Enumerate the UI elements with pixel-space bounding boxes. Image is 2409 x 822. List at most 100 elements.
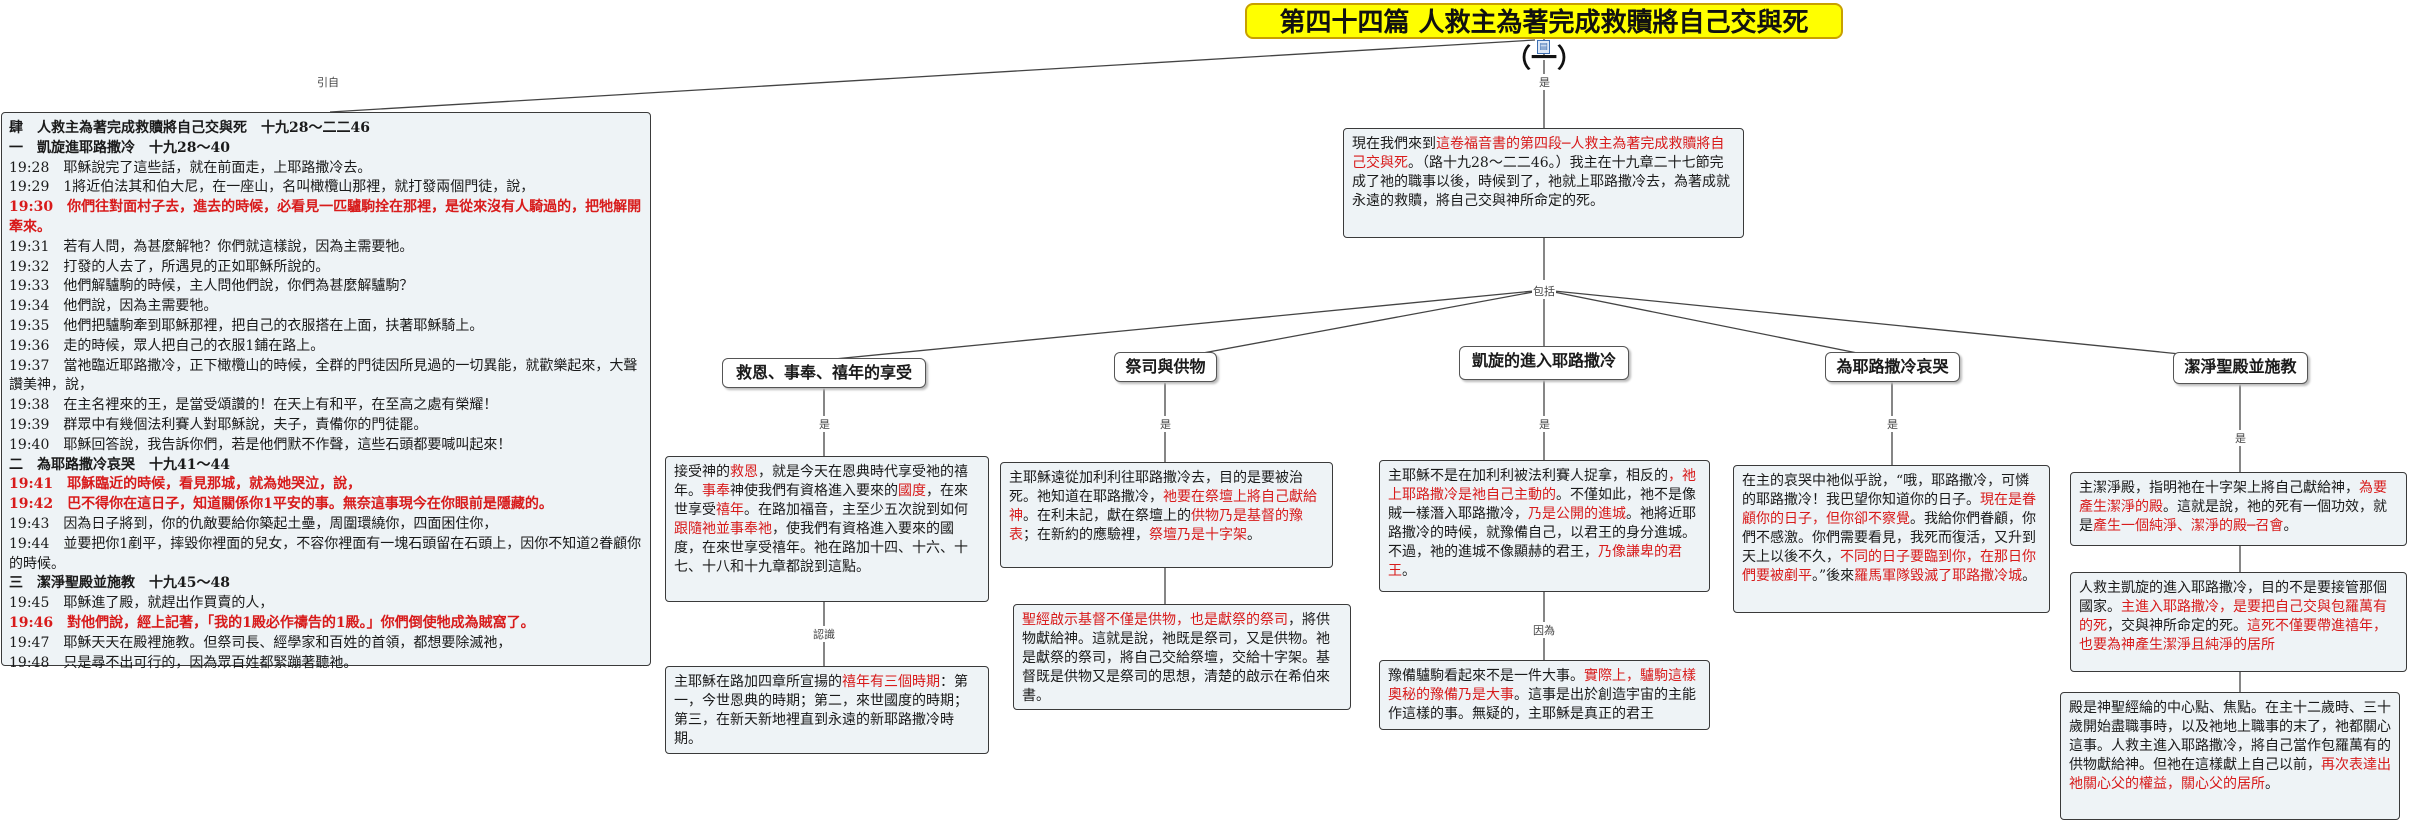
- topic-label: 凱旋的進入耶路撒冷: [1471, 351, 1616, 370]
- edge-label-is: 是: [1538, 74, 1551, 90]
- verse: 19:44 並要把你1剷平，摔毀你裡面的兒女，不容你裡面有一塊石頭留在石頭上，因…: [9, 535, 642, 572]
- text: 接受神的: [674, 464, 730, 480]
- edge-label-intro: 引自: [316, 74, 340, 90]
- verse: 19:40 耶穌回答說，我告訴你們，若是他們默不作聲，這些石頭都要喊叫起來！: [9, 436, 512, 453]
- verse: 19:32 打發的人去了，所遇見的正如耶穌所說的。: [9, 258, 330, 275]
- text: 。這就是說，祂的死有一個功效，就是: [2079, 499, 2387, 534]
- highlight-text: 救恩: [730, 464, 758, 480]
- text: 。在利未記，獻在祭壇上的: [1023, 508, 1191, 524]
- text: 。”後來: [1812, 568, 1855, 584]
- text: 主潔淨殿，指明祂在十字架上將自己獻給神，: [2079, 480, 2359, 496]
- root-title[interactable]: 第四十四篇 人救主為著完成救贖將自己交與死（一）: [1245, 3, 1843, 74]
- text: 殿是神聖經綸的中心點、焦點。在主十二歲時、三十歲開始盡職事時，以及祂地上職事的末…: [2069, 700, 2391, 773]
- highlight-text: 祂要在祭壇上將自己獻給神: [1009, 489, 1317, 524]
- text: ，交與神所命定的死。: [2107, 618, 2247, 634]
- edge-label-is: 是: [1159, 416, 1172, 432]
- highlight-text: 不同的日子要臨到你，在那日你們要被剷平: [1742, 549, 2036, 584]
- section-heading: 一 凱旋進耶路撒冷 十九28～40: [9, 139, 230, 156]
- topic-label: 祭司與供物: [1125, 357, 1206, 376]
- edge-label-note: 認識: [812, 626, 836, 642]
- note-donkey-preparation[interactable]: 豫備驢駒看起來不是一件大事。實際上，驢駒這樣奧秘的豫備乃是大事。這事是出於創造宇…: [1379, 660, 1710, 730]
- note-purpose-of-entry[interactable]: 人救主凱旋的進入耶路撒冷，目的不是要接管那個國家。主進入耶路撒冷，是要把自己交與…: [2070, 572, 2407, 672]
- highlight-text: 事奉: [702, 483, 730, 499]
- text: 。我給你們眷顧，你們不感激。你們需要看見，我死而復活，又升到天上以後不久，: [1742, 511, 2036, 565]
- edge-label-is: 是: [2234, 430, 2247, 446]
- edge-label-include: 包括: [1532, 283, 1556, 299]
- text: ：第一，今世恩典的時期；第二，來世國度的時期；第三，在新天新地裡直到永遠的新耶路…: [674, 674, 968, 747]
- topic-triumphal-entry[interactable]: 凱旋的進入耶路撒冷: [1459, 346, 1629, 380]
- verse: 19:37 當祂臨近耶路撒冷，正下橄欖山的時候，全群的門徒因所見過的一切異能，就…: [9, 357, 638, 394]
- highlight-text: 這卷福音書的第四段─人救主為著完成救贖將自己交與死: [1352, 136, 1725, 171]
- topic-label: 潔淨聖殿並施教: [2184, 357, 2297, 376]
- topic-label: 為耶路撒冷哀哭: [1836, 357, 1949, 376]
- text: 神使我們有資格進入要來的: [730, 483, 898, 499]
- text: 。: [1247, 527, 1261, 543]
- text: 主耶穌不是在加利利被法利賽人捉拿，相反的: [1388, 468, 1668, 484]
- text: ，將供物獻給神。這就是說，祂既是祭司，又是供物。祂是獻祭的祭司，將自己交給祭壇，…: [1022, 612, 1330, 704]
- note-priest-and-offering[interactable]: 聖經啟示基督不僅是供物，也是獻祭的祭司，將供物獻給神。這就是說，祂既是祭司，又是…: [1013, 604, 1351, 710]
- highlight-text: 跟隨祂並事奉祂: [674, 521, 772, 537]
- text: 現在我們來到: [1352, 136, 1436, 152]
- note-salvation-jubilee[interactable]: 接受神的救恩，就是今天在恩典時代享受祂的禧年。事奉神使我們有資格進入要來的國度，…: [665, 456, 989, 602]
- highlight-text: 這死不僅要帶進禧年，也要為神產生潔淨且純淨的居所: [2079, 618, 2387, 653]
- topic-weeping-jerusalem[interactable]: 為耶路撒冷哀哭: [1825, 352, 1960, 382]
- text: 主耶穌遠從加利利往耶路撒冷去，目的是要被治死。祂知道在耶路撒冷，: [1009, 470, 1303, 505]
- section-heading: 二 為耶路撒冷哀哭 十九41～44: [9, 456, 230, 473]
- note-jubilee-periods[interactable]: 主耶穌在路加四章所宣揚的禧年有三個時期：第一，今世恩典的時期；第二，來世國度的時…: [665, 666, 989, 754]
- verse: 19:28 耶穌說完了這些話，就在前面走，上耶路撒冷去。: [9, 159, 372, 176]
- text: 在主的哀哭中祂似乎說，“哦，耶路撒冷，可憐的耶路撒冷！我巴望你知道你的日子。: [1742, 473, 2030, 508]
- highlight-text: 國度: [898, 483, 926, 499]
- verse: 19:39 群眾中有幾個法利賽人對耶穌說，夫子，責備你的門徒罷。: [9, 416, 428, 433]
- highlight-text: 為要產生潔淨的殿: [2079, 480, 2387, 515]
- verse: 19:31 若有人問，為甚麼解牠？你們就這樣說，因為主需要牠。: [9, 238, 414, 255]
- text: ，就是今天在恩典時代享受祂的禧年。: [674, 464, 968, 499]
- edge-label-because: 因為: [1532, 622, 1556, 638]
- text: 豫備驢駒看起來不是一件大事。: [1388, 668, 1584, 684]
- verse: 19:43 因為日子將到，你的仇敵要給你築起土壘，周圍環繞你，四面困住你，: [9, 515, 498, 532]
- note-offering-altar[interactable]: 主耶穌遠從加利利往耶路撒冷去，目的是要被治死。祂知道在耶路撒冷，祂要在祭壇上將自…: [1000, 462, 1333, 568]
- note-cleansing-temple[interactable]: 主潔淨殿，指明祂在十字架上將自己獻給神，為要產生潔淨的殿。這就是說，祂的死有一個…: [2070, 472, 2407, 546]
- highlight-text: ，祂上耶路撒冷是祂自己主動的: [1388, 468, 1696, 503]
- verse: 19:33 他們解驢駒的時候，主人問他們說，你們為甚麼解驢駒？: [9, 278, 414, 295]
- edge-label-is: 是: [1886, 416, 1899, 432]
- note-weeping[interactable]: 在主的哀哭中祂似乎說，“哦，耶路撒冷，可憐的耶路撒冷！我巴望你知道你的日子。現在…: [1733, 465, 2050, 613]
- text: 。在路加福音，主至少五次說到如何: [744, 502, 968, 518]
- verse: 19:35 他們把驢駒牽到耶穌那裡，把自己的衣服搭在上面，扶著耶穌騎上。: [9, 317, 484, 334]
- highlight-text: 產生一個純淨、潔淨的殿─召會: [2093, 518, 2284, 534]
- highlight-text: 聖經啟示基督不僅是供物，也是獻祭的祭司: [1022, 612, 1288, 628]
- verse-highlight: 19:42 巴不得你在這日子，知道關係你1平安的事。無奈這事現今在你眼前是隱藏的…: [9, 496, 553, 513]
- edge-label-is: 是: [818, 416, 831, 432]
- highlight-text: 乃是公開的進城: [1528, 506, 1626, 522]
- scripture-box[interactable]: 肆 人救主為著完成救贖將自己交與死 十九28～二二46 一 凱旋進耶路撒冷 十九…: [1, 112, 651, 671]
- scripture-heading: 肆 人救主為著完成救贖將自己交與死 十九28～二二46: [9, 120, 370, 136]
- highlight-text: 乃像謙卑的君王: [1388, 544, 1682, 579]
- text: 。這事是出於創造宇宙的主能作這樣的事。無疑的，主耶穌是真正的君王: [1388, 687, 1696, 722]
- highlight-text: 祭壇乃是十字架: [1149, 527, 1247, 543]
- note-entering-jerusalem[interactable]: 主耶穌不是在加利利被法利賽人捉拿，相反的，祂上耶路撒冷是祂自己主動的。不僅如此，…: [1379, 460, 1710, 592]
- topic-priest-offering[interactable]: 祭司與供物: [1114, 352, 1217, 382]
- text: 。: [2265, 776, 2279, 792]
- text: 。祂將近耶路撒冷的時候，就豫備自己，以君王的身分進城。不過，祂的進城不像顯赫的君…: [1388, 506, 1696, 560]
- topic-cleansing-temple[interactable]: 潔淨聖殿並施教: [2173, 352, 2308, 384]
- highlight-text: 主進入耶路撒冷，是要把自己交與包羅萬有的死: [2079, 599, 2387, 634]
- summary-box[interactable]: 現在我們來到這卷福音書的第四段─人救主為著完成救贖將自己交與死。（路十九28～二…: [1343, 128, 1744, 238]
- verse: 19:29 1將近伯法其和伯大尼，在一座山，名叫橄欖山那裡，就打發兩個門徒，說，: [9, 179, 535, 196]
- text: ，使我們有資格進入要來的國度，在來世享受禧年。祂在路加十四、十六、十七、十八和十…: [674, 521, 968, 575]
- topic-label: 救恩、事奉、禧年的享受: [735, 363, 912, 382]
- verse: 19:45 耶穌進了殿，就趕出作買賣的人，: [9, 595, 274, 612]
- topic-salvation-service-jubilee[interactable]: 救恩、事奉、禧年的享受: [722, 358, 926, 388]
- highlight-text: 現在是眷顧你的日子，但你卻不察覺: [1742, 492, 2036, 527]
- highlight-text: 羅馬軍隊毀滅了耶路撒冷城: [1854, 568, 2023, 584]
- text: ，在來世享受: [674, 483, 968, 518]
- note-temple-center[interactable]: 殿是神聖經綸的中心點、焦點。在主十二歲時、三十歲開始盡職事時，以及祂地上職事的末…: [2060, 692, 2400, 820]
- text: 。（路十九28～二二46。）我主在十九章二十七節完成了祂的職事以後，時候到了，祂…: [1352, 155, 1730, 209]
- verse: 19:48 只是尋不出可行的，因為眾百姓都緊蹦著聽祂。: [9, 654, 358, 671]
- text: 人救主凱旋的進入耶路撒冷，目的不是要接管那個國家。: [2079, 580, 2387, 615]
- text: 。: [1402, 563, 1416, 579]
- highlight-text: 禧年: [716, 502, 744, 518]
- note-icon[interactable]: ▤: [1537, 40, 1550, 54]
- verse: 19:36 走的時候，眾人把自己的衣服1鋪在路上。: [9, 337, 325, 354]
- highlight-text: 禧年有三個時期: [842, 674, 940, 690]
- highlight-text: 供物乃是基督的豫表: [1009, 508, 1303, 543]
- text: 。: [2022, 568, 2037, 584]
